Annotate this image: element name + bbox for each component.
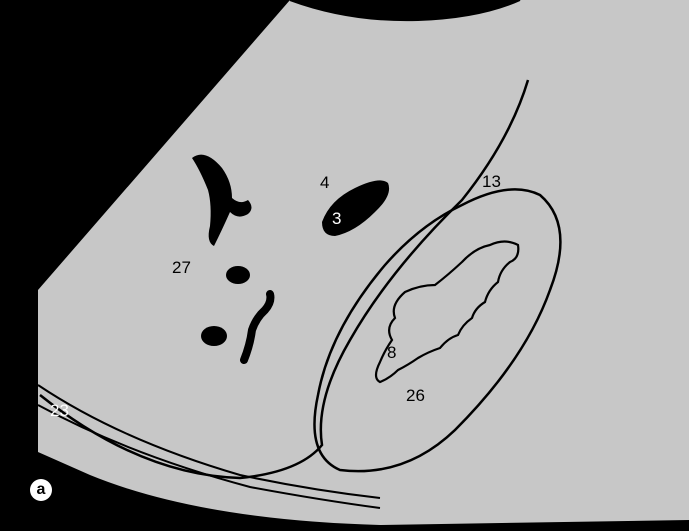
structure-small-round-2 bbox=[201, 326, 227, 346]
label-26: 26 bbox=[406, 387, 425, 404]
label-23: 23 bbox=[50, 402, 69, 419]
label-4: 4 bbox=[320, 174, 329, 191]
label-3: 3 bbox=[332, 210, 341, 227]
panel-letter-badge: a bbox=[30, 479, 52, 501]
label-8: 8 bbox=[387, 344, 396, 361]
structure-small-round-1 bbox=[226, 266, 250, 284]
label-27: 27 bbox=[172, 259, 191, 276]
label-13: 13 bbox=[482, 173, 501, 190]
